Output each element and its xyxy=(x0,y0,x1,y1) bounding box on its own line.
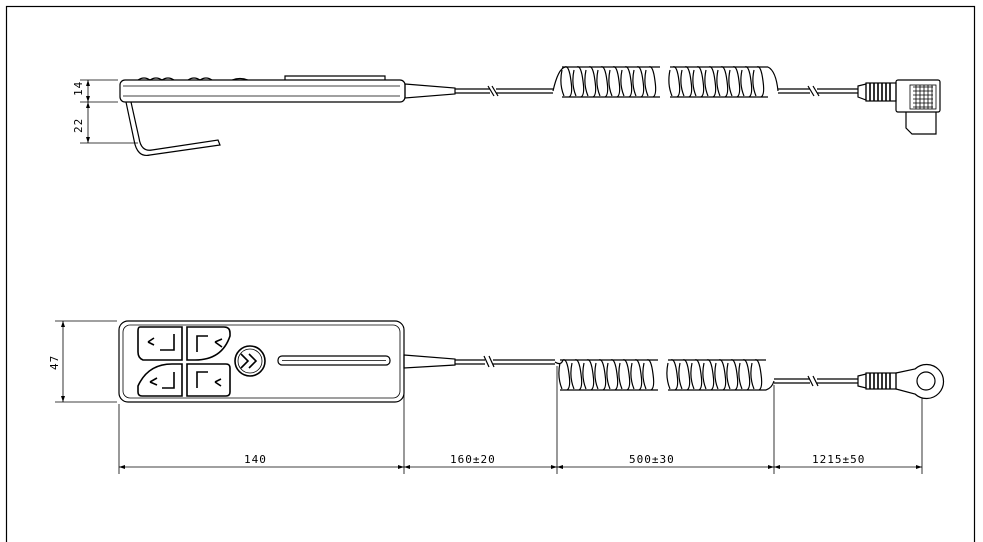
top-slot xyxy=(277,355,391,366)
drawing-frame xyxy=(5,5,976,542)
side-connector xyxy=(857,79,941,135)
side-coil-2 xyxy=(668,66,779,98)
dim-height: 47 xyxy=(48,355,61,370)
top-coil-1 xyxy=(554,359,658,391)
side-handset-body xyxy=(119,79,406,103)
arrow-down-right-icon[interactable] xyxy=(186,363,231,397)
arrow-up-left-icon[interactable] xyxy=(186,326,231,361)
dim-side-clip: 22 xyxy=(72,118,85,133)
side-belt-clip xyxy=(125,101,221,157)
top-handset-body xyxy=(118,320,405,403)
side-strain-relief xyxy=(404,83,456,99)
top-coil-2 xyxy=(666,359,775,391)
side-button-bumps xyxy=(137,75,386,81)
top-strain-relief xyxy=(403,354,456,369)
side-dimensions xyxy=(80,79,138,144)
arrow-down-left-icon[interactable] xyxy=(137,363,183,397)
top-dimensions xyxy=(55,320,923,474)
double-chevron-right-icon[interactable] xyxy=(234,345,266,377)
dim-length-straight: 160±20 xyxy=(450,453,496,466)
top-ring-connector xyxy=(857,363,945,400)
dim-side-top: 14 xyxy=(72,81,85,96)
side-view xyxy=(80,66,941,157)
dim-length-coil: 500±30 xyxy=(629,453,675,466)
dim-length-body: 140 xyxy=(244,453,267,466)
arrow-up-right-icon[interactable] xyxy=(137,326,183,361)
side-coil-1 xyxy=(552,66,660,98)
dim-length-total: 1215±50 xyxy=(812,453,865,466)
top-view xyxy=(55,320,945,474)
